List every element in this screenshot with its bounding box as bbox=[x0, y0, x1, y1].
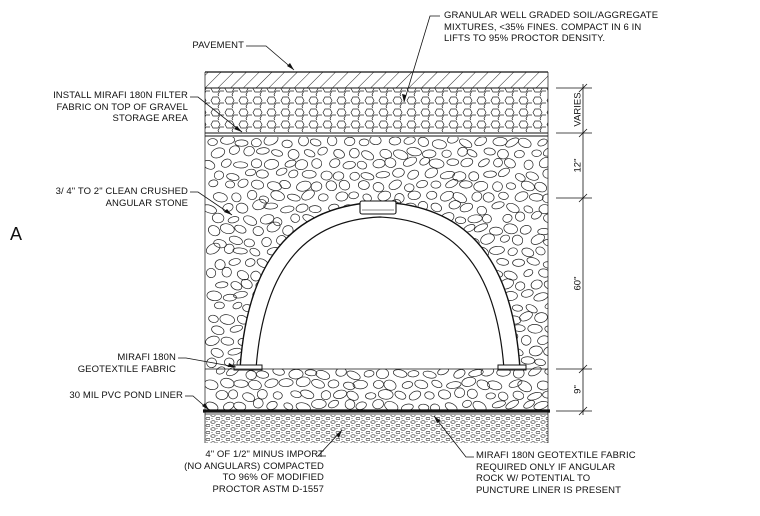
filter-fabric-note: INSTALL MIRAFI 180N FILTER FABRIC ON TOP… bbox=[53, 90, 188, 124]
stone-note: 3/ 4" TO 2" CLEAN CRUSHED ANGULAR STONE bbox=[55, 186, 188, 209]
dimension-chain bbox=[556, 83, 592, 416]
dimension-chamber-height: 60" bbox=[572, 276, 584, 291]
import-fill-layer bbox=[205, 415, 548, 443]
sheet-letter: A bbox=[10, 224, 23, 244]
backfill-soil-layer bbox=[205, 88, 548, 137]
pavement-layer bbox=[205, 71, 548, 89]
optional-fabric-note: MIRAFI 180N GEOTEXTILE FABRIC REQUIRED O… bbox=[476, 450, 636, 496]
pond-liner bbox=[203, 409, 550, 415]
import-note: 4" OF 1/2" MINUS IMPORT (NO ANGULARS) CO… bbox=[184, 449, 324, 495]
dimension-cover: VARIES bbox=[572, 92, 584, 127]
storage-chamber bbox=[233, 200, 527, 371]
geotextile-note: MIRAFI 180N GEOTEXTILE FABRIC bbox=[77, 352, 176, 375]
dimension-stone-above: 12" bbox=[572, 158, 584, 173]
leader-lines bbox=[178, 15, 474, 458]
dimension-stone-below: 9" bbox=[572, 385, 584, 394]
soil-note: GRANULAR WELL GRADED SOIL/AGGREGATE MIXT… bbox=[444, 10, 659, 44]
liner-note: 30 MIL PVC POND LINER bbox=[69, 390, 183, 401]
pavement-label: PAVEMENT bbox=[192, 40, 244, 51]
leader-arrows bbox=[202, 63, 441, 438]
